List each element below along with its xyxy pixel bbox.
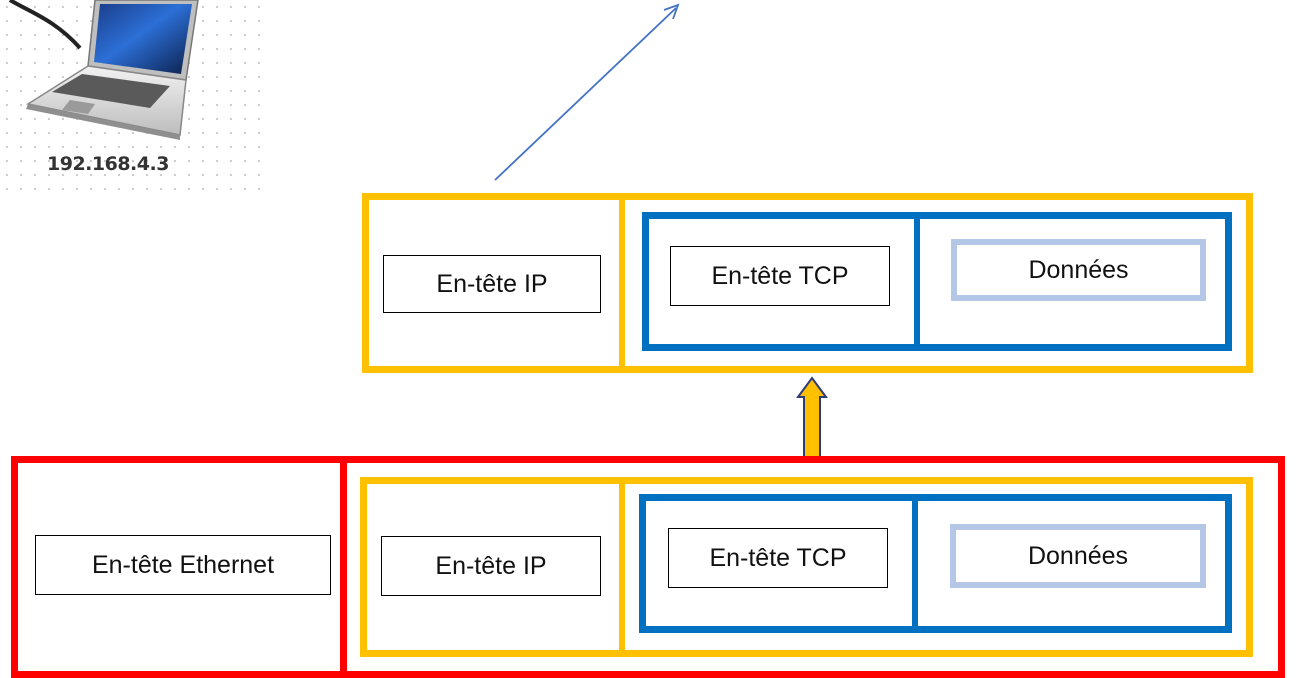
tcp-segment-divider-inner — [912, 494, 918, 633]
tcp-segment-frame — [642, 212, 1232, 351]
ethernet-frame — [11, 456, 1285, 678]
data-box: Données — [951, 239, 1206, 301]
ethernet-header-box: En-tête Ethernet — [35, 535, 331, 595]
tcp-segment-divider — [914, 212, 920, 351]
ethernet-frame-divider — [340, 456, 347, 678]
laptop-icon — [8, 0, 199, 140]
tcp-segment-frame-inner — [639, 494, 1232, 633]
ip-packet-divider-inner — [619, 477, 625, 657]
diagonal-arrow — [494, 3, 680, 181]
ip-packet-frame — [362, 193, 1253, 373]
ip-packet-divider — [619, 193, 625, 373]
data-box-inner: Données — [950, 524, 1206, 588]
tcp-header-box: En-tête TCP — [670, 246, 890, 306]
ip-header-box-inner: En-tête IP — [381, 536, 601, 596]
tcp-header-box-inner: En-tête TCP — [668, 528, 888, 588]
up-arrow — [796, 376, 828, 460]
host-ip-address: 192.168.4.3 — [47, 153, 169, 175]
ip-header-box: En-tête IP — [383, 255, 601, 313]
ip-packet-frame-inner — [360, 477, 1253, 657]
